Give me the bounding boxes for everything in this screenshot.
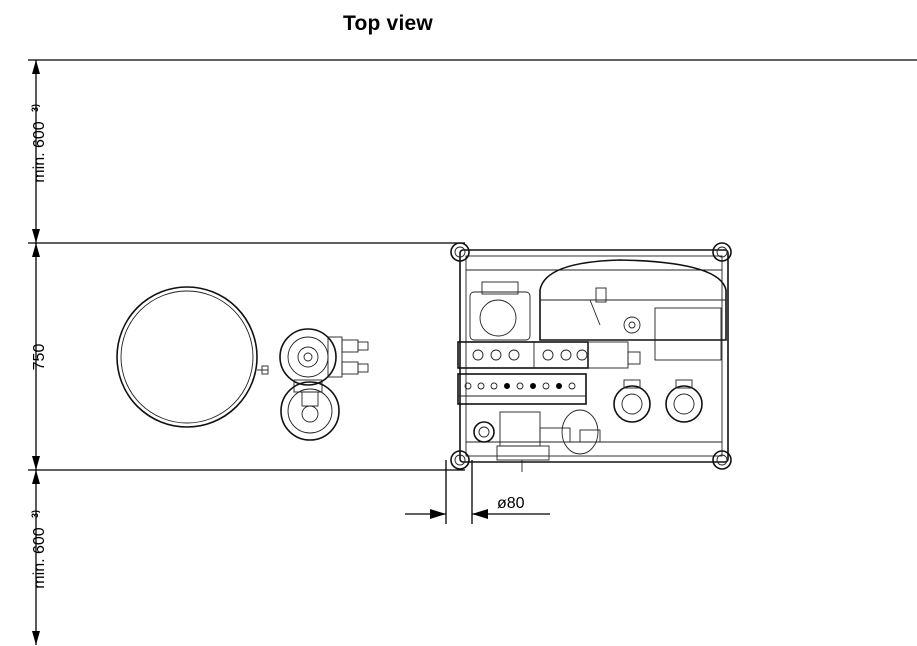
top-clearance-label: min. 600 3) xyxy=(30,104,48,183)
svg-text:750: 750 xyxy=(31,344,48,371)
vertical-dimension-line xyxy=(32,60,40,645)
bottom-clearance-label: min. 600 3) xyxy=(30,510,48,589)
machine-frame xyxy=(450,242,732,472)
svg-text:min. 600: min. 600 xyxy=(31,527,48,588)
svg-text:3): 3) xyxy=(30,104,40,112)
svg-text:ø80: ø80 xyxy=(497,495,525,512)
page-title: Top view xyxy=(343,12,433,35)
svg-text:3): 3) xyxy=(30,510,40,518)
foot-diameter-dimension: ø80 xyxy=(405,460,550,524)
svg-text:min. 600: min. 600 xyxy=(31,121,48,182)
pump-head-assembly xyxy=(279,328,369,441)
depth-label: 750 xyxy=(31,344,48,371)
tank-circle xyxy=(116,286,269,428)
